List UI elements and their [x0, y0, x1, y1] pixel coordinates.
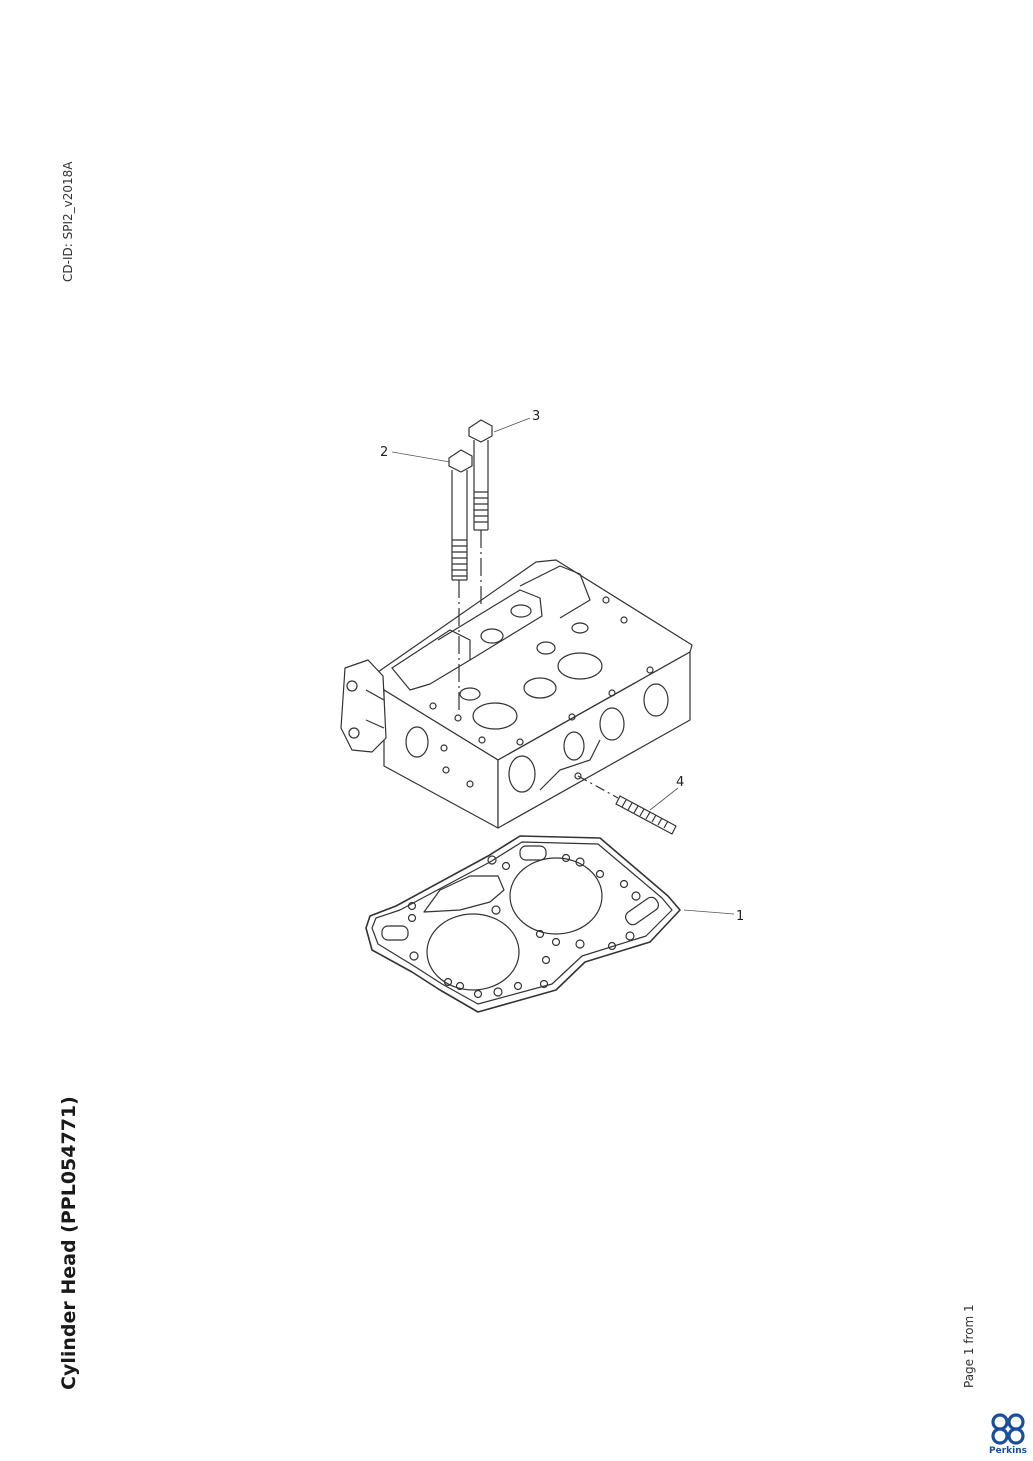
bolt-long — [448, 449, 473, 712]
perkins-logo-text: Perkins — [989, 1446, 1027, 1456]
stud — [577, 775, 677, 835]
perkins-logo-icon — [991, 1413, 1025, 1445]
callout-4: 4 — [676, 775, 684, 790]
bolt-short — [468, 419, 493, 606]
callout-3: 3 — [532, 409, 540, 424]
leader-lines — [391, 417, 735, 915]
callout-2: 2 — [380, 445, 388, 460]
cylinder-head-block — [340, 559, 693, 829]
head-gasket — [365, 835, 681, 1013]
callout-1: 1 — [736, 909, 744, 924]
